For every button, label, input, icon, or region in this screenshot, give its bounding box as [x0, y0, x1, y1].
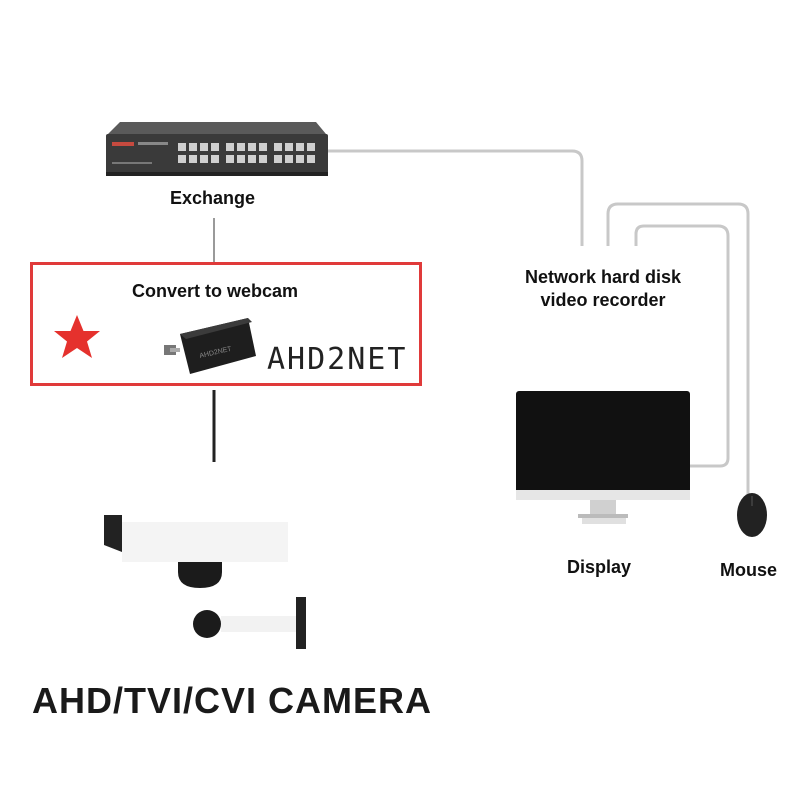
nvr-label-line2: video recorder — [540, 290, 666, 310]
network-switch-icon — [106, 122, 328, 176]
cctv-camera-icon — [104, 515, 306, 649]
device-brand-label: AHD2NET — [267, 342, 408, 377]
mouse-icon — [737, 493, 767, 537]
star-icon — [54, 315, 100, 358]
nvr-label-line1: Network hard disk — [524, 267, 682, 287]
nvr-to-mouse-line — [606, 202, 750, 495]
monitor-icon — [516, 391, 690, 524]
mouse-label: Mouse — [720, 560, 778, 580]
camera-title: AHD/TVI/CVI CAMERA — [32, 680, 433, 721]
convert-to-webcam-label: Convert to webcam — [132, 281, 299, 301]
switch-to-nvr-line — [325, 149, 584, 246]
exchange-label: Exchange — [170, 188, 256, 208]
nvr-to-display-line — [634, 224, 730, 468]
converter-highlight-box — [30, 262, 422, 386]
display-label: Display — [567, 557, 632, 577]
ahd2net-converter-icon: AHD2NET — [164, 318, 256, 374]
connection-lines — [325, 149, 750, 495]
nvr-label: Network hard disk video recorder — [515, 266, 691, 312]
